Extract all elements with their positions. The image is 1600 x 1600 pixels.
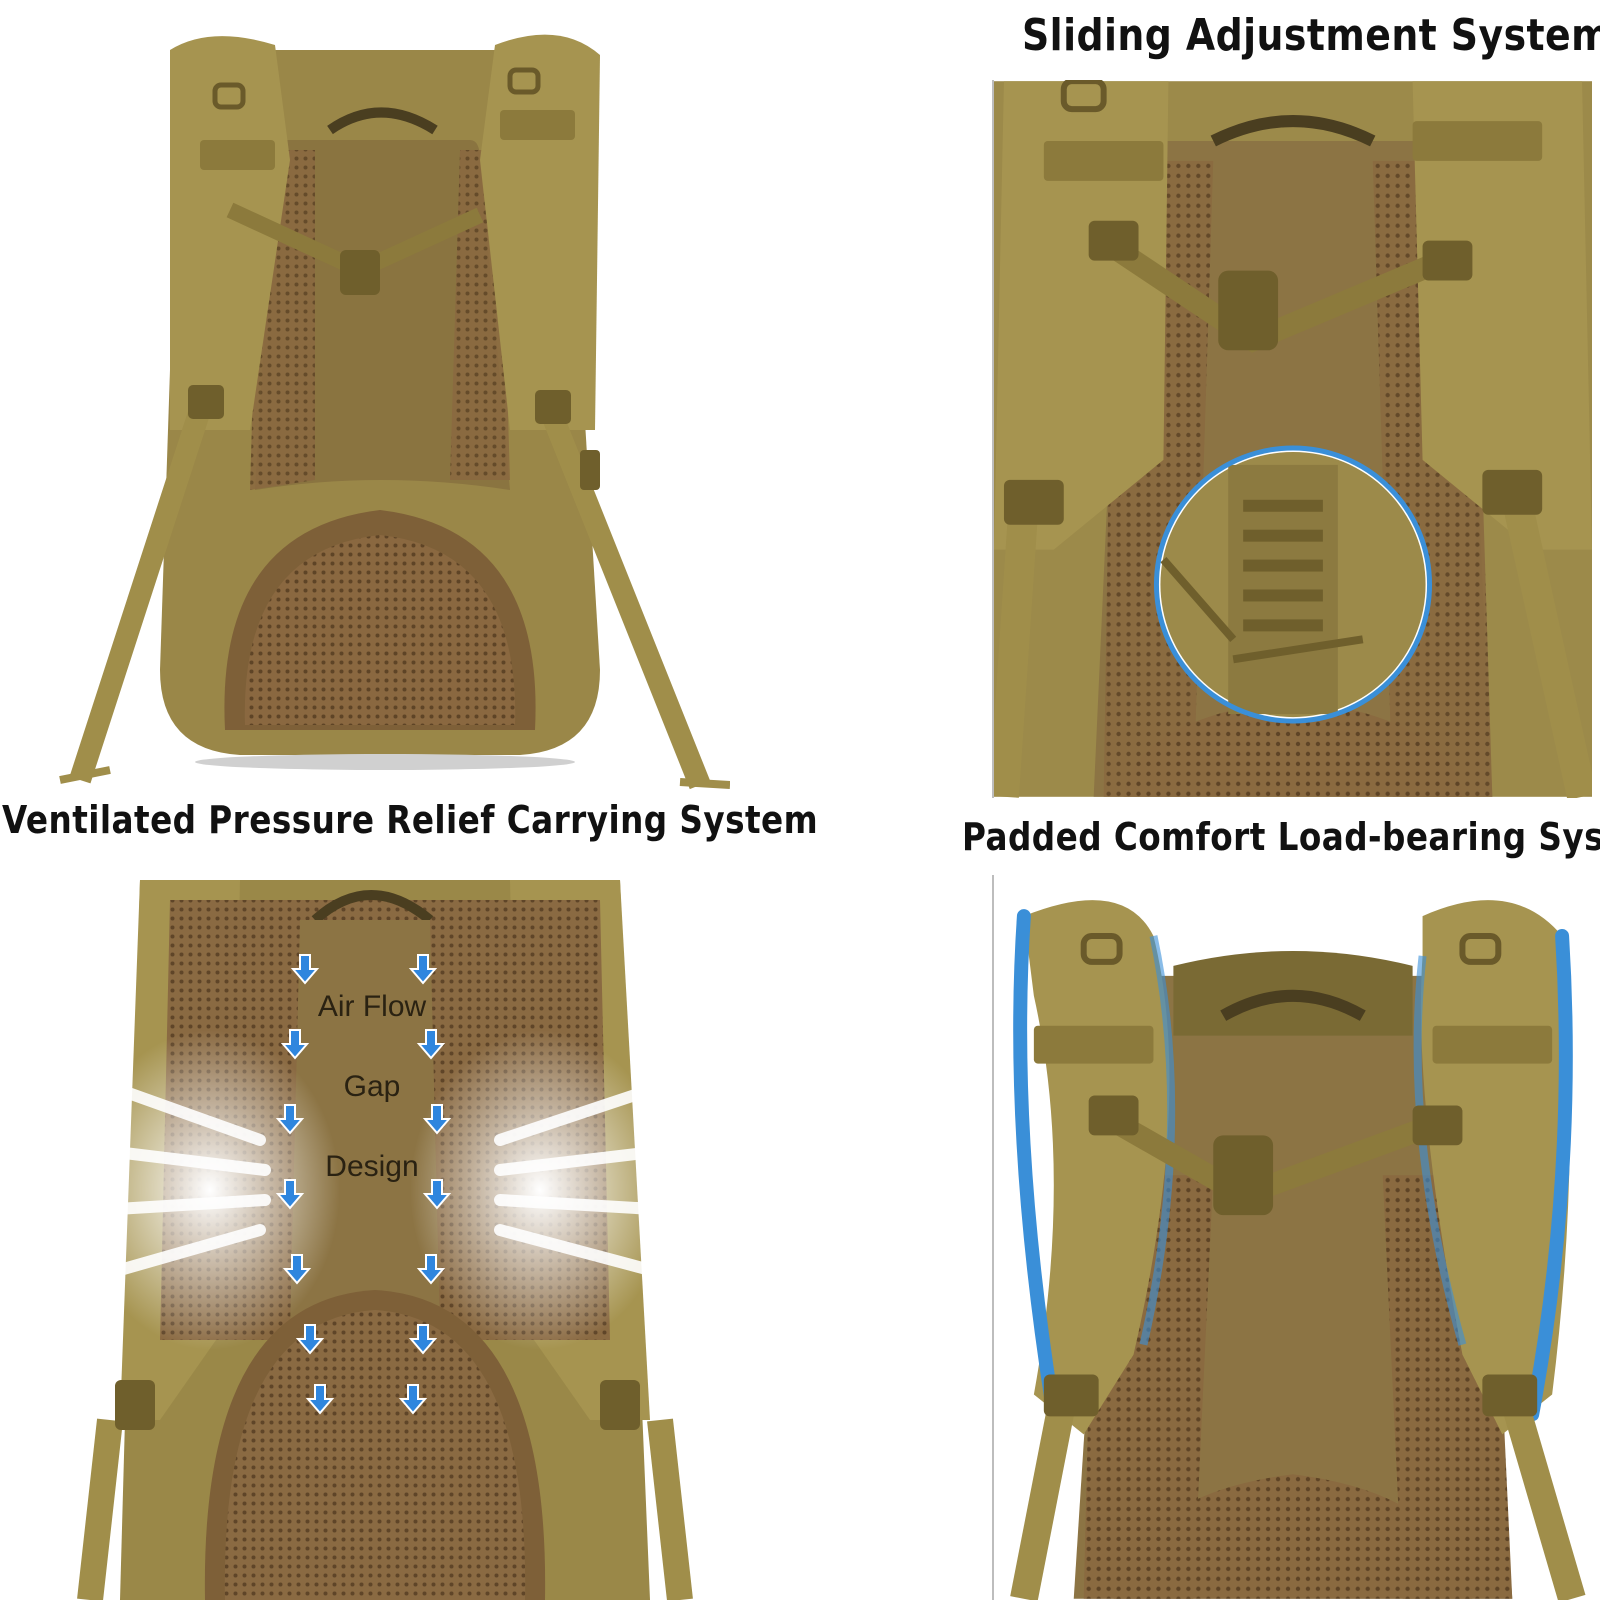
ventilated-system-caption: Ventilated Pressure Relief Carrying Syst… [2,798,819,842]
airflow-gap-design-image [60,860,710,1600]
padded-straps-closeup-image [992,875,1592,1600]
sliding-adjustment-caption: Sliding Adjustment System [1022,10,1600,61]
airflow-label-air-flow: Air Flow [317,990,427,1023]
padded-system-caption: Padded Comfort Load-bearing System [962,815,1600,859]
airflow-label-gap: Gap [343,1070,401,1103]
airflow-label-design: Design [325,1150,419,1183]
backpack-back-view-image [40,10,730,795]
sliding-adjustment-closeup-image [992,80,1592,798]
